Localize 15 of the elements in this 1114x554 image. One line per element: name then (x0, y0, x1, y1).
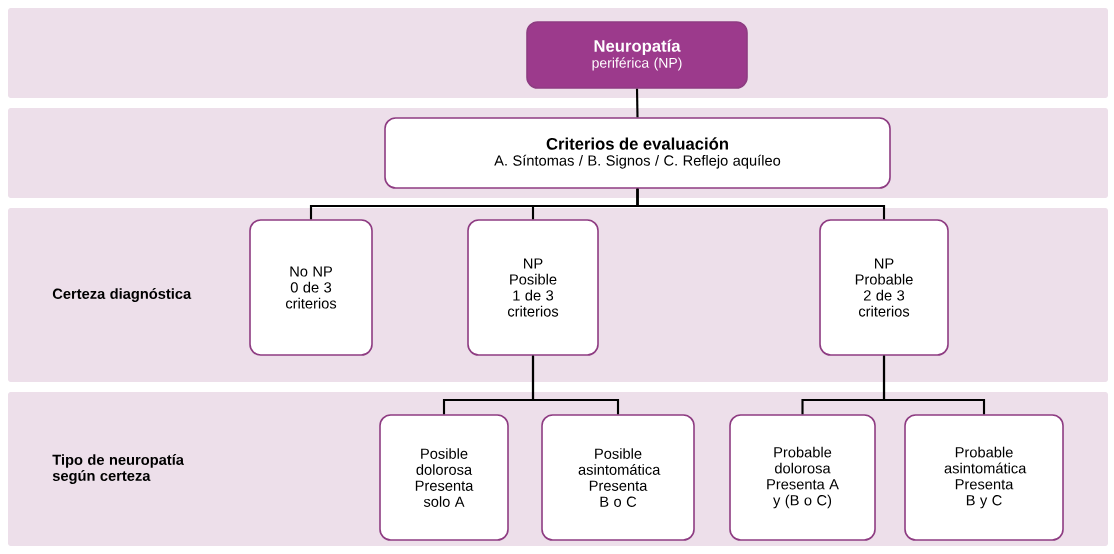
criteria-box: Probable asintomática Presenta B y C (904, 414, 1064, 541)
criteria-box: NP Probable 2 de 3 criterios (819, 219, 949, 356)
title-box: Neuropatía periférica (NP) (526, 21, 748, 89)
criteria-box: Posible asintomática Presenta B o C (541, 414, 695, 541)
connector-line (531, 355, 620, 415)
criteria-box: NP Posible 1 de 3 criterios (467, 219, 599, 356)
connector-line (882, 355, 986, 415)
row-heading: Tipo de neuropatía según certeza (52, 454, 184, 484)
criteria-box: No NP 0 de 3 criterios (249, 219, 373, 356)
criteria-box: Probable dolorosa Presenta A y (B o C) (729, 414, 876, 541)
criteria-box: Posible dolorosa Presenta solo A (379, 414, 509, 541)
criteria-box: Criterios de evaluación A. Síntomas / B. Signos / C. Reflejo aquíleo (384, 117, 891, 189)
connector-line (636, 188, 886, 220)
connector-line (635, 88, 639, 118)
row-heading: Certeza diagnóstica (52, 288, 192, 302)
